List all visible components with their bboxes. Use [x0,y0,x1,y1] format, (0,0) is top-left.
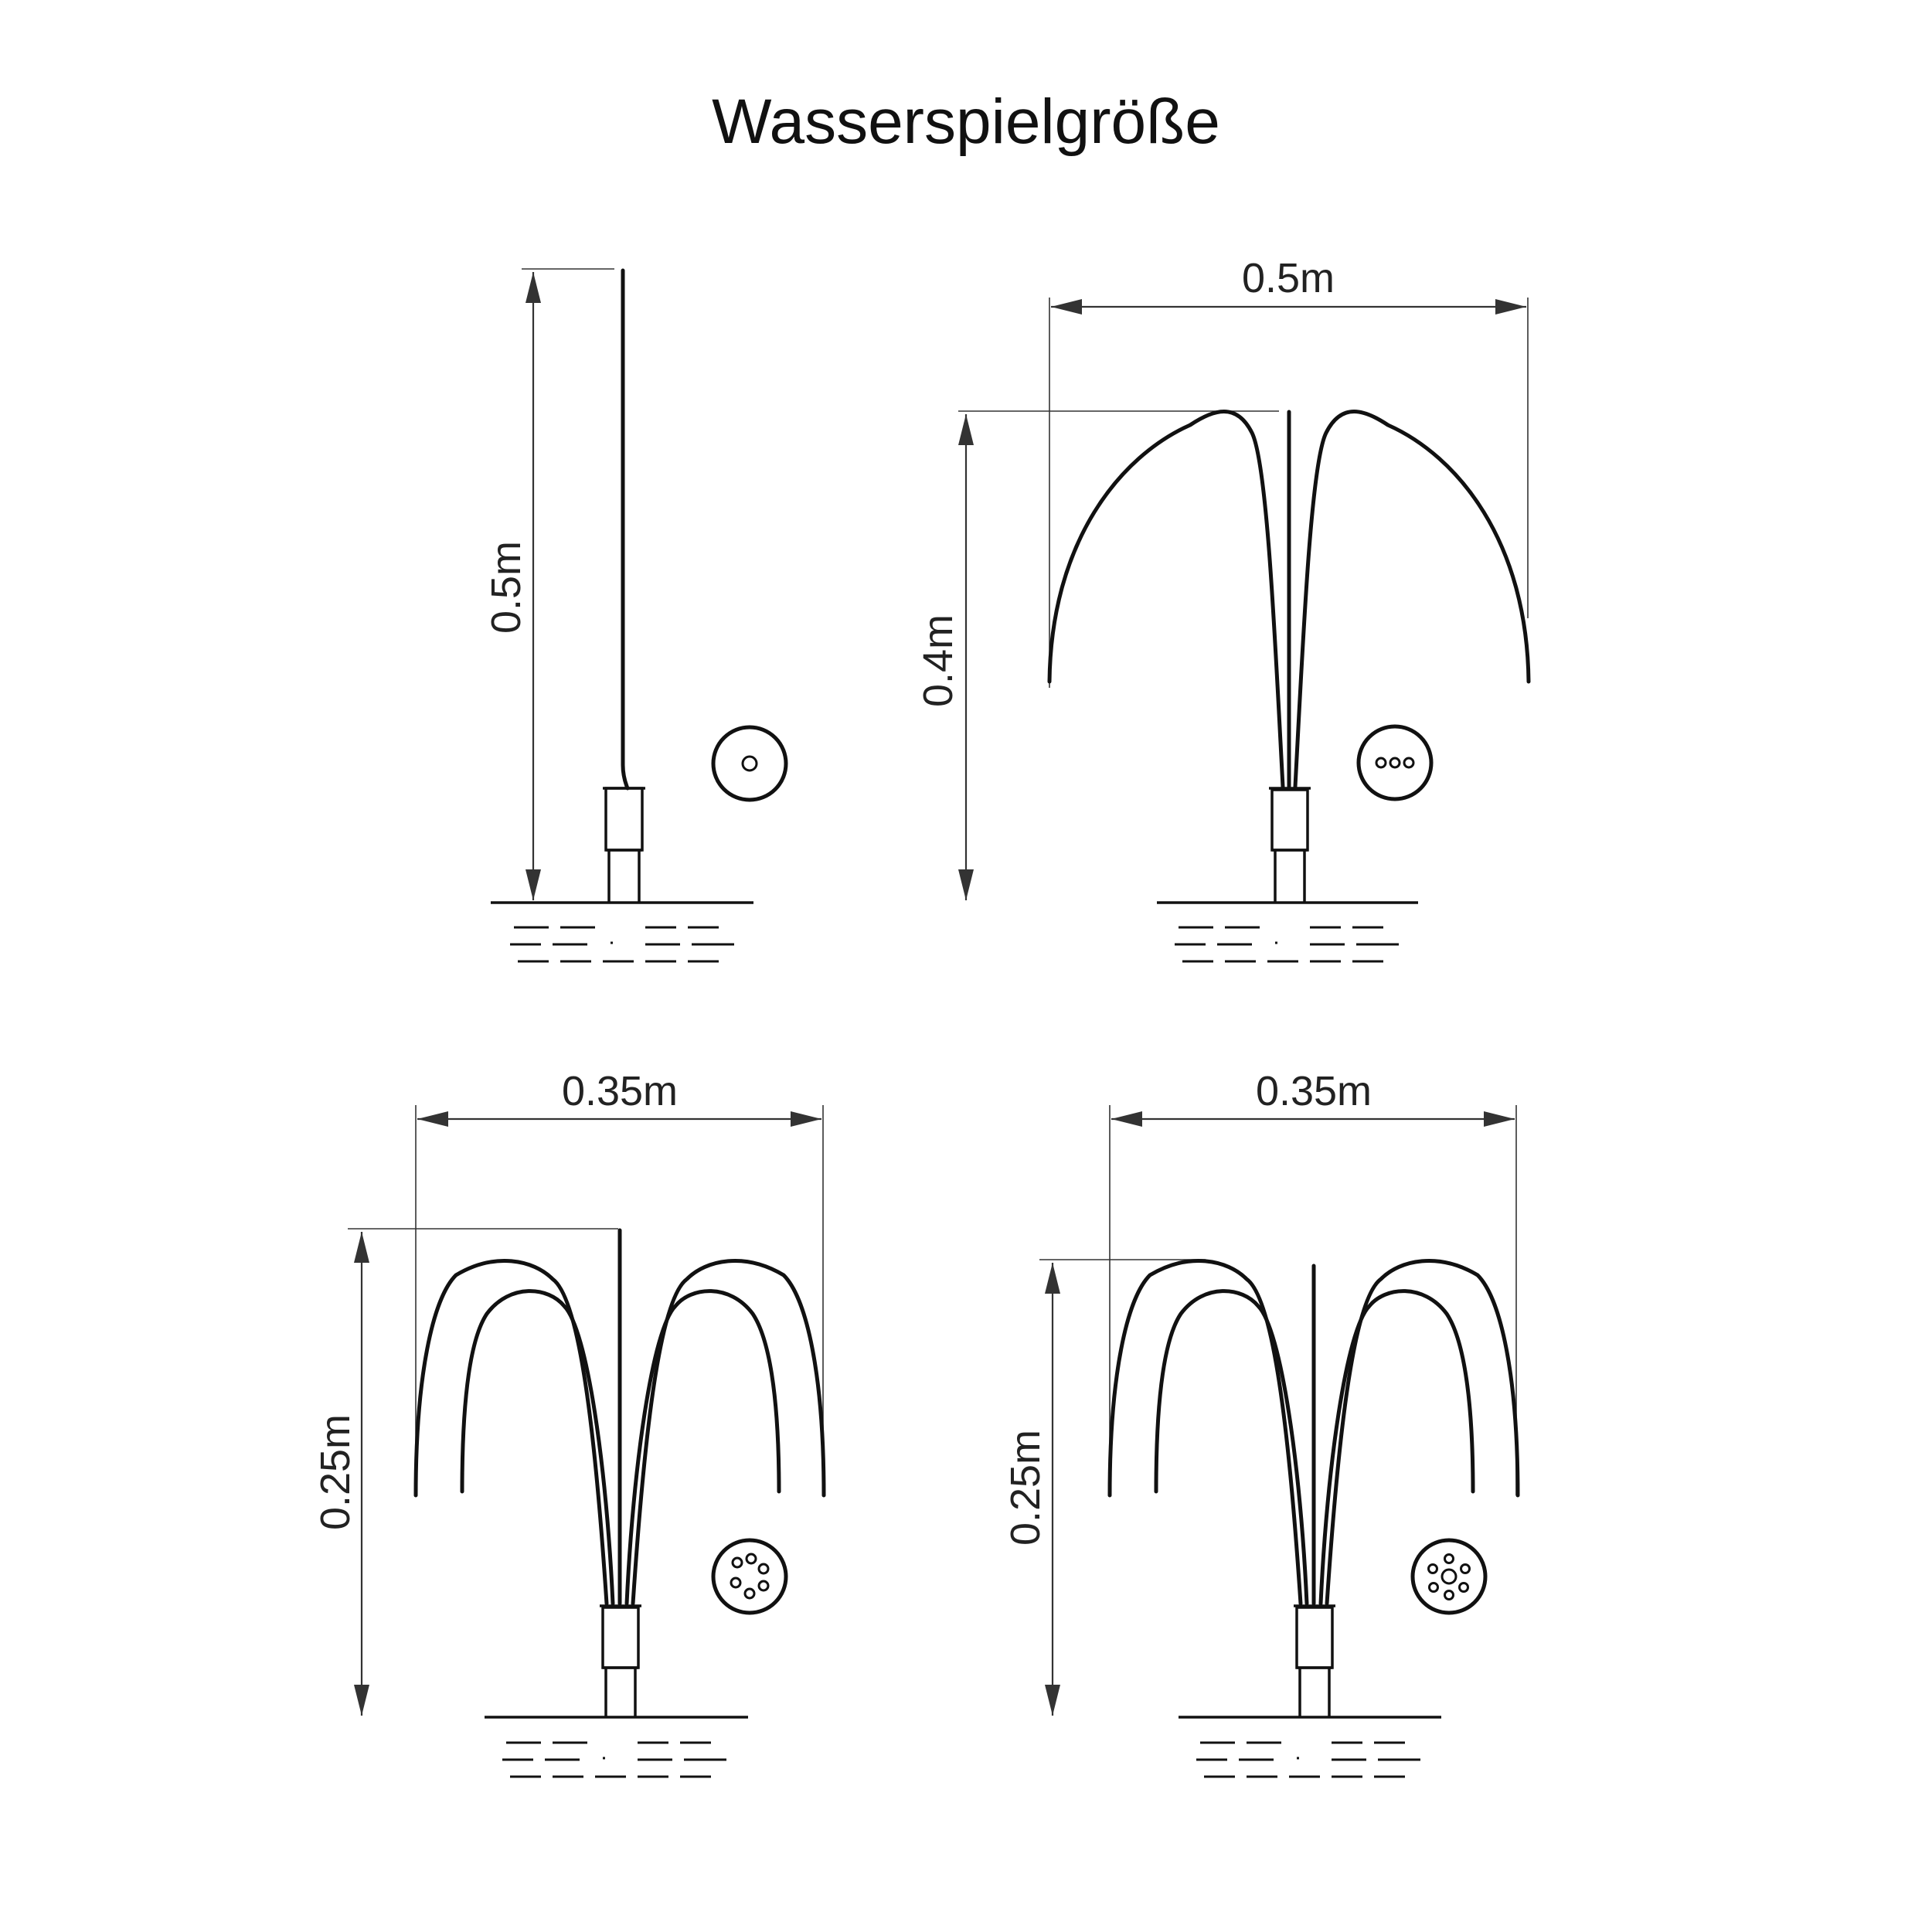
nozzle-pipe [600,1604,641,1717]
width-label: 0.5m [1242,255,1335,301]
water-jet-left-inner [1154,1289,1309,1606]
fountain-ring-jet: 0.35m 0.25m [1002,1068,1520,1778]
nozzle-pipe [1294,1604,1335,1717]
water-jet [621,268,630,791]
page-title: Wasserspielgröße [712,87,1220,157]
nozzle-top-view-icon [711,1538,788,1615]
width-label: 0.35m [1256,1068,1372,1114]
water-jet-right-outer [631,1259,826,1606]
water-lines [1195,1741,1422,1778]
water-jet-right-inner [1318,1289,1475,1606]
water-jet-right-outer [1325,1259,1520,1606]
nozzle-pipe [1269,787,1311,903]
nozzle-pipe [603,787,645,903]
water-jet-right [1293,410,1531,789]
fountain-single-jet: 0.5m [483,268,788,963]
water-jet-left [1047,410,1285,789]
height-label: 0.25m [1002,1430,1049,1546]
fountain-six-jet: 0.35m 0.25m [312,1068,826,1778]
nozzle-top-view-icon [1410,1538,1488,1615]
height-label: 0.5m [483,541,529,634]
water-lines [509,926,736,963]
water-lines [1173,926,1400,963]
water-jet-left-outer [413,1259,609,1606]
water-jet-left-outer [1107,1259,1303,1606]
water-jet-left-inner [460,1289,615,1606]
fountain-three-jet: 0.5m 0.4m [915,255,1531,963]
height-label: 0.4m [915,614,961,707]
nozzle-top-view-icon [1356,724,1434,801]
height-label: 0.25m [312,1414,359,1530]
nozzle-top-view-icon [711,725,788,802]
water-lines [501,1741,728,1778]
width-label: 0.35m [562,1068,678,1114]
water-jet-right-inner [624,1289,781,1606]
